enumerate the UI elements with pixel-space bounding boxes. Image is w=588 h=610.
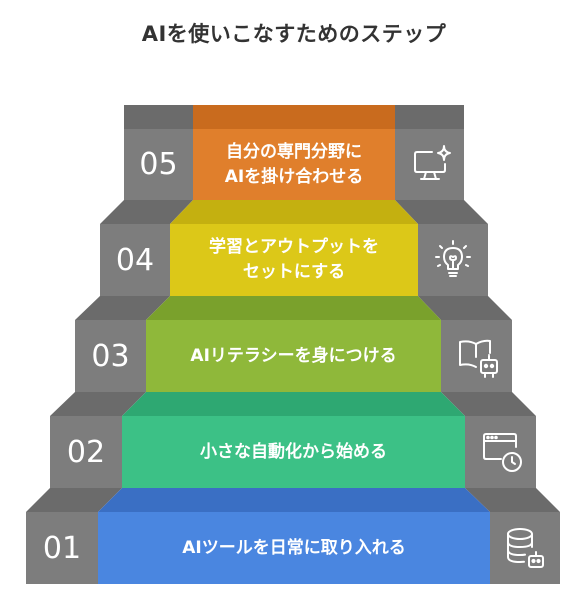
step-03-label: AIリテラシーを身につける xyxy=(190,345,397,366)
step-04-top-face xyxy=(170,200,418,224)
database-robot-icon xyxy=(507,528,544,568)
book-robot-icon xyxy=(459,339,498,378)
step-04-number: 04 xyxy=(115,242,155,278)
step-01-left-top-face xyxy=(26,488,122,512)
step-03-left-top-face xyxy=(75,296,170,320)
step-01 xyxy=(26,488,560,584)
step-01-left-face xyxy=(26,512,98,584)
step-03-number: 03 xyxy=(91,338,130,374)
step-02-left-face xyxy=(50,416,122,488)
step-05-label: 自分の専門分野に AIを掛け合わせる xyxy=(224,141,364,187)
step-02 xyxy=(50,392,536,488)
step-03 xyxy=(75,296,512,392)
step-02-front-face xyxy=(122,416,465,488)
step-02-right-face xyxy=(465,416,536,488)
monitor-sparkle-icon xyxy=(414,145,451,180)
step-05-right-top-face xyxy=(395,105,464,129)
step-01-top-face xyxy=(98,488,490,512)
step-04 xyxy=(100,200,488,296)
step-03-left-face xyxy=(75,320,146,392)
page-title: AIを使いこなすためのステップ xyxy=(141,22,447,46)
step-04-left-face xyxy=(100,224,170,296)
step-03-right-top-face xyxy=(418,296,512,320)
step-05-top-face xyxy=(193,105,395,129)
step-01-front-face xyxy=(98,512,490,584)
step-04-right-top-face xyxy=(395,200,488,224)
step-05-right-face xyxy=(395,129,464,200)
step-05-left-face xyxy=(124,129,193,200)
browser-clock-icon xyxy=(483,433,522,472)
step-01-right-top-face xyxy=(465,488,560,512)
step-05-number: 05 xyxy=(139,147,178,182)
step-02-left-top-face xyxy=(50,392,146,416)
step-02-right-top-face xyxy=(441,392,536,416)
step-02-label: 小さな自動化から始める xyxy=(200,441,387,462)
step-01-label: AIツールを日常に取り入れる xyxy=(182,537,406,558)
step-04-front-face xyxy=(170,224,418,296)
step-05-front-face xyxy=(193,129,395,200)
step-03-front-face xyxy=(146,320,441,392)
step-04-left-top-face xyxy=(100,200,193,224)
step-03-top-face xyxy=(146,296,441,320)
step-05 xyxy=(124,105,464,200)
step-02-number: 02 xyxy=(66,434,106,470)
step-04-label: 学習とアウトプットを セットにする xyxy=(209,237,379,282)
step-01-number: 01 xyxy=(42,530,82,566)
lightbulb-icon xyxy=(435,240,471,277)
step-02-top-face xyxy=(122,392,465,416)
